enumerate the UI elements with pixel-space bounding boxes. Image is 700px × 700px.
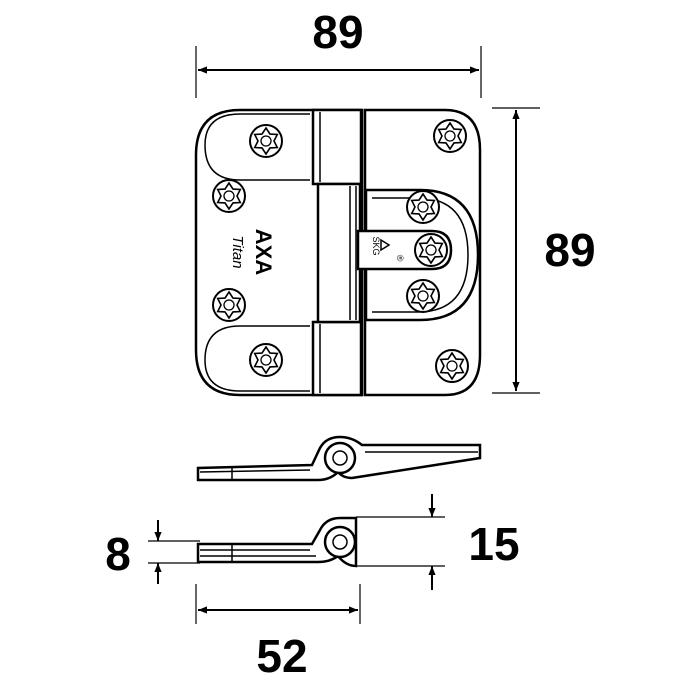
screw-icon (249, 124, 283, 158)
dimension-thickness: 8 (105, 520, 200, 584)
screw-icon (249, 343, 283, 377)
top-width-label: 89 (312, 6, 363, 58)
screw-icon (212, 179, 246, 213)
hinge-side-view-lower (196, 516, 358, 568)
screw-group (212, 119, 469, 383)
hinge-front-view: AXA Titan SKG ® (194, 108, 482, 397)
knuckle-top (311, 108, 363, 186)
model-name: Titan (229, 235, 246, 268)
right-height-label: 89 (544, 224, 595, 276)
screw-icon (433, 119, 467, 153)
hinge-side-view-upper (196, 435, 482, 482)
dimension-top-width: 89 (195, 6, 482, 98)
screw-icon (414, 233, 448, 267)
screw-icon (435, 349, 469, 383)
registered-mark: ® (395, 255, 405, 262)
screw-icon (212, 288, 246, 322)
cert-logo-icon (380, 238, 391, 252)
brand-logo: AXA (251, 229, 276, 276)
dimension-right-height: 89 (492, 107, 596, 394)
screw-icon (406, 190, 440, 224)
center-body (316, 182, 362, 324)
knuckle-height-label: 15 (468, 518, 519, 570)
cert-mark: SKG (371, 236, 381, 255)
dimension-knuckle-height: 15 (356, 494, 520, 590)
dimension-leaf-length: 52 (195, 584, 361, 682)
knuckle-bottom (311, 320, 363, 397)
screw-icon (406, 279, 440, 313)
leaf-length-label: 52 (256, 630, 307, 682)
thickness-label: 8 (105, 528, 131, 580)
